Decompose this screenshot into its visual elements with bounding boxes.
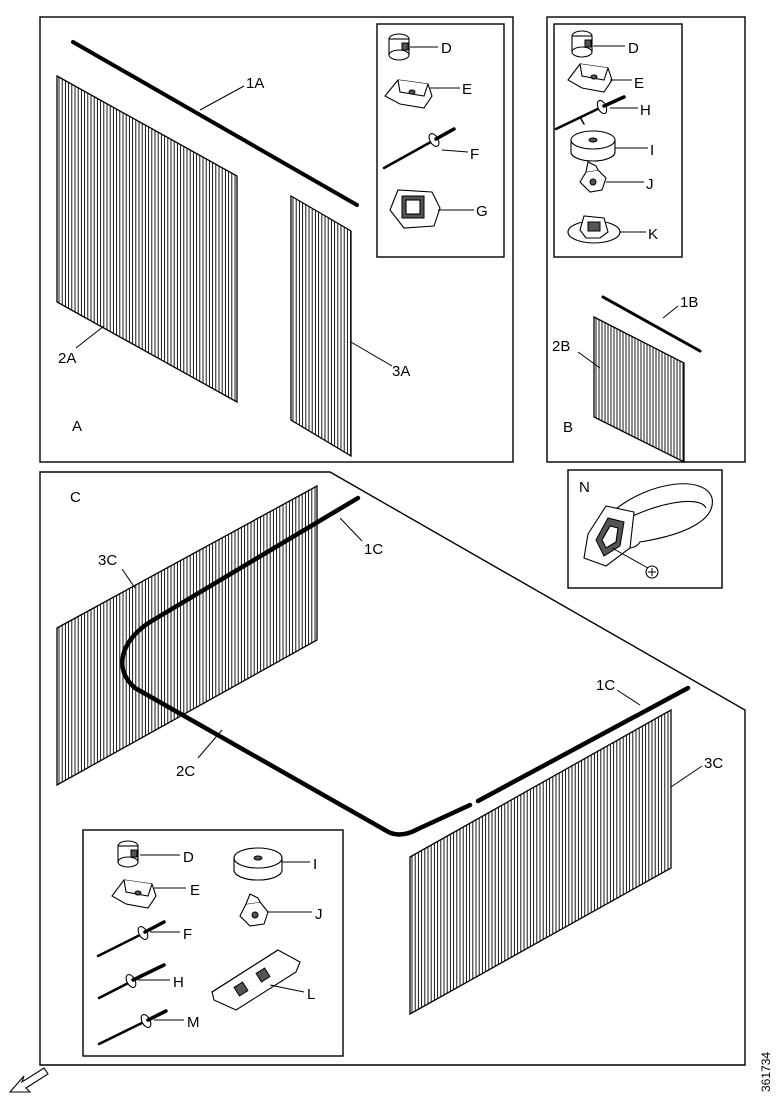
- part-label-g-a: G: [476, 203, 488, 220]
- section-n-label: N: [579, 479, 590, 496]
- pleated-curtain-3a: [290, 194, 352, 458]
- part-label-h-c: H: [173, 974, 184, 991]
- callout-1c-top: 1C: [364, 541, 383, 558]
- callout-1c-right: 1C: [596, 677, 615, 694]
- rivet-h-icon: [97, 963, 166, 1000]
- section-b: B 1B 2B D E: [546, 16, 746, 464]
- clip-nut-d-icon: [571, 30, 593, 58]
- seal-strip-1b: [601, 295, 702, 353]
- pleated-curtain-3c-left: [56, 484, 318, 787]
- part-label-e-b: E: [634, 75, 644, 92]
- section-n-frame: [567, 469, 723, 589]
- bracket-e-icon: [567, 63, 613, 93]
- part-label-h-b: H: [640, 102, 651, 119]
- callout-2b: 2B: [552, 338, 570, 355]
- callout-2a: 2A: [58, 350, 76, 367]
- pleated-curtain-2a: [56, 74, 238, 404]
- disc-i-icon: [233, 847, 283, 881]
- rivet-f-icon: [382, 127, 456, 170]
- section-a-frame: [39, 16, 514, 463]
- strap-n-icon: [583, 483, 713, 567]
- reference-number: 361734: [759, 1052, 773, 1092]
- base-k-icon: [567, 215, 621, 244]
- parts-box-c: [82, 829, 344, 1057]
- part-label-j-b: J: [646, 176, 654, 193]
- clip-nut-d-icon: [117, 840, 139, 868]
- rivet-h-icon: [554, 95, 626, 131]
- rail-l-icon: [211, 949, 301, 1011]
- disc-i-icon: [570, 130, 616, 162]
- clip-nut-d-icon: [388, 33, 410, 61]
- seal-strip-2c: [120, 495, 473, 837]
- part-label-d-b: D: [628, 40, 639, 57]
- part-label-i-c: I: [313, 856, 317, 873]
- parts-box-a: [376, 23, 505, 258]
- callout-2c: 2C: [176, 763, 195, 780]
- section-c-label: C: [70, 489, 81, 506]
- part-label-d-a: D: [441, 40, 452, 57]
- callout-3a: 3A: [392, 363, 410, 380]
- bracket-e-icon: [111, 879, 157, 909]
- part-label-j-c: J: [315, 906, 323, 923]
- callout-1b: 1B: [680, 294, 698, 311]
- pleated-curtain-3c-right: [409, 708, 672, 1016]
- rivet-f-icon: [96, 920, 166, 958]
- part-label-k-b: K: [648, 226, 658, 243]
- leader-1a: [199, 85, 245, 111]
- rivet-m-icon: [97, 1009, 168, 1046]
- section-b-frame: [546, 16, 746, 463]
- bracket-e-icon: [384, 79, 433, 109]
- callout-3c-left: 3C: [98, 552, 117, 569]
- slider-g-icon: [389, 189, 441, 229]
- callout-1a: 1A: [246, 75, 264, 92]
- section-a: A 1A 2A 3A D: [39, 16, 514, 463]
- part-label-f-c: F: [183, 926, 192, 943]
- leader-3a: [350, 341, 393, 367]
- section-c-frame: [39, 471, 746, 1066]
- part-label-e-a: E: [462, 81, 472, 98]
- part-label-l-c: L: [307, 986, 315, 1003]
- part-label-i-b: I: [650, 142, 654, 159]
- seal-strip-1a: [71, 40, 359, 207]
- clip-j-icon: [579, 161, 607, 193]
- section-a-label: A: [72, 418, 82, 435]
- section-n: N: [567, 469, 723, 589]
- part-label-d-c: D: [183, 849, 194, 866]
- clip-j-icon: [239, 893, 269, 927]
- leader-2a: [75, 325, 105, 349]
- part-label-f-a: F: [470, 146, 479, 163]
- callout-3c-right: 3C: [704, 755, 723, 772]
- section-c: C 3C 3C 1C 1C 2C: [39, 471, 746, 1066]
- part-label-e-c: E: [190, 882, 200, 899]
- section-b-label: B: [563, 419, 573, 436]
- screw-icon: [611, 547, 659, 579]
- parts-box-b: [553, 23, 683, 258]
- seal-strip-1c-right: [475, 685, 691, 804]
- part-label-m-c: M: [187, 1014, 200, 1031]
- arrow-icon: [8, 1067, 49, 1093]
